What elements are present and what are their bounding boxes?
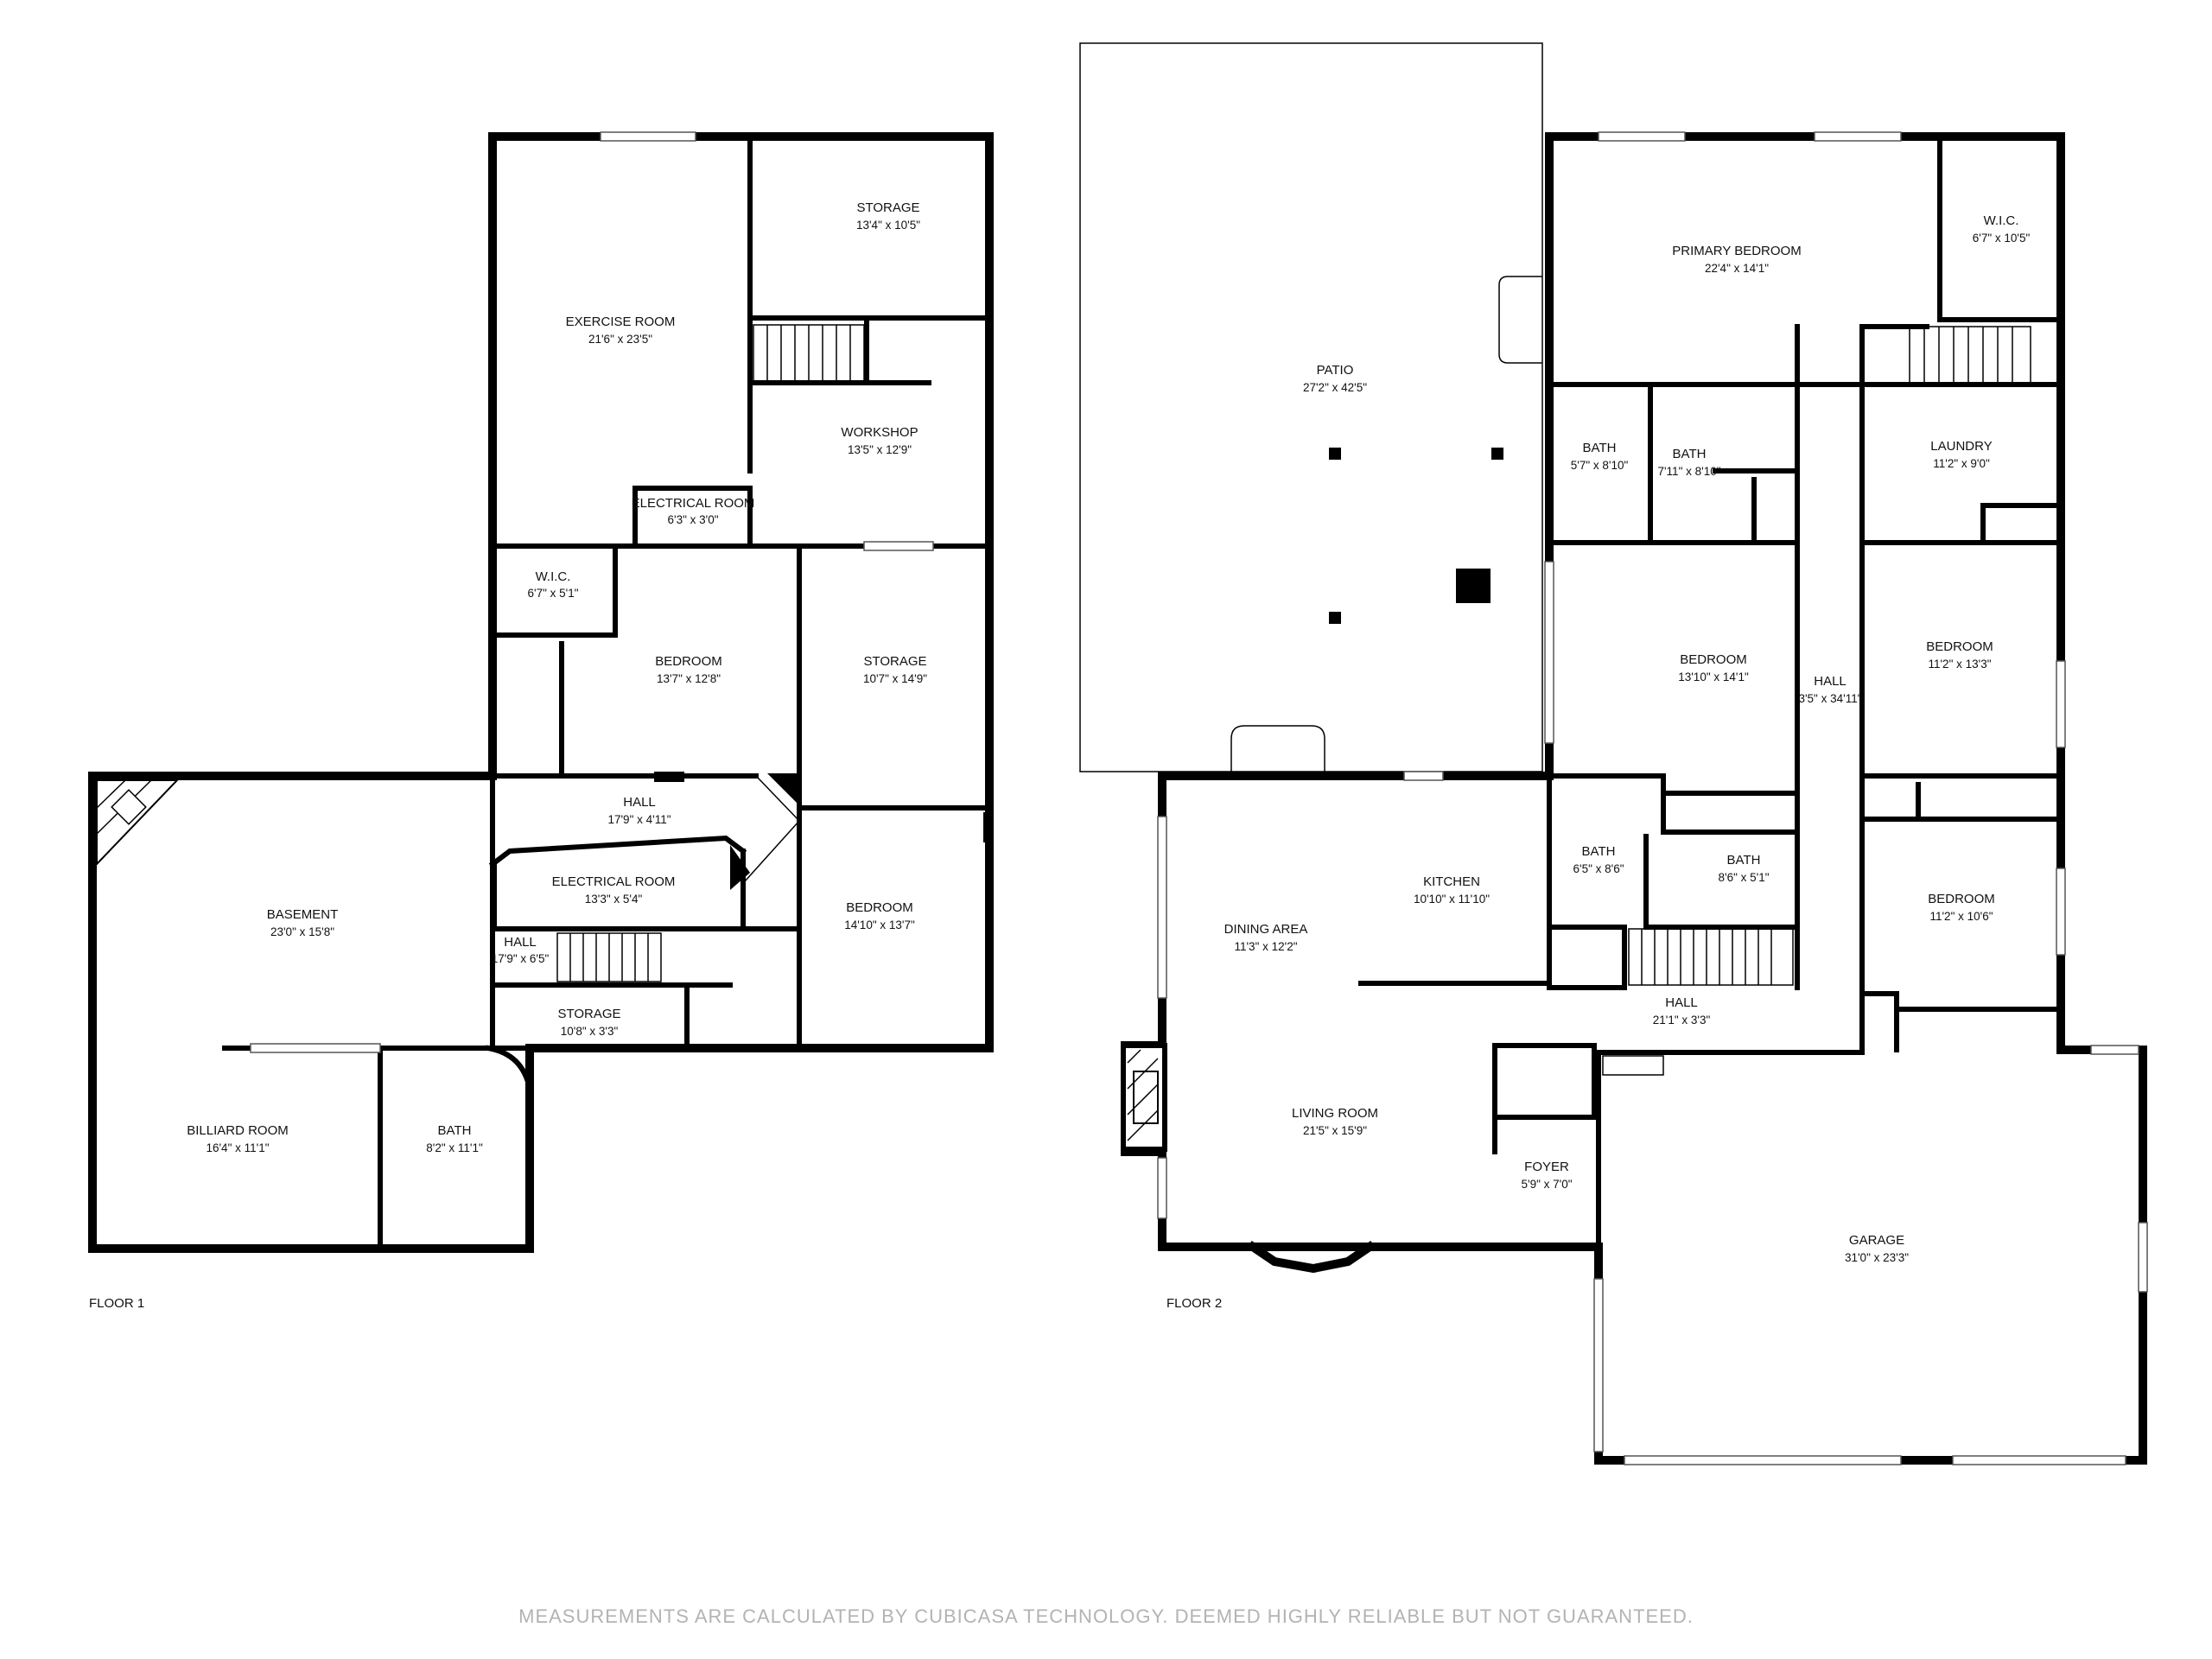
room-bath-1-dims: 8'2" x 11'1" [426, 1141, 483, 1154]
room-bedroom-3-dims: 13'10" x 14'1" [1678, 671, 1749, 683]
floor-1-corner-fireplace [96, 779, 180, 867]
room-bedroom-2-name: BEDROOM [846, 900, 913, 915]
room-wic-2-dims: 6'7" x 10'5" [1973, 232, 2031, 245]
room-bedroom-3-name: BEDROOM [1680, 652, 1747, 667]
floor-2-label: FLOOR 2 [1166, 1296, 1222, 1311]
room-living-room-name: LIVING ROOM [1292, 1106, 1378, 1121]
room-electrical-room-2-dims: 13'3" x 5'4" [585, 893, 643, 906]
room-bedroom-1-dims: 13'7" x 12'8" [657, 672, 721, 685]
floor-2-stairs-top [1909, 326, 2031, 384]
floor-1-plan [88, 131, 994, 1253]
room-bath-4-name: BATH [1582, 844, 1616, 859]
room-storage-1-name: STORAGE [856, 200, 919, 215]
room-hall-4-name: HALL [1665, 995, 1698, 1010]
room-hall-4-dims: 21'1" x 3'3" [1653, 1014, 1711, 1027]
room-patio-dims: 27'2" x 42'5" [1303, 381, 1367, 394]
room-bedroom-5-dims: 11'2" x 10'6" [1929, 910, 1993, 923]
room-foyer-dims: 5'9" x 7'0" [1521, 1178, 1572, 1191]
room-bath-5-name: BATH [1727, 853, 1761, 868]
disclaimer-text: MEASUREMENTS ARE CALCULATED BY CUBICASA … [518, 1605, 1694, 1627]
room-patio-name: PATIO [1317, 363, 1354, 378]
room-wic-2-name: W.I.C. [1984, 213, 2019, 228]
room-workshop-dims: 13'5" x 12'9" [848, 443, 912, 456]
room-bedroom-4-dims: 11'2" x 13'3" [1928, 658, 1991, 671]
floor-2-fireplace [1121, 1043, 1167, 1152]
floor-2-stairs-hall [1628, 928, 1794, 986]
room-hall-2-name: HALL [504, 935, 537, 950]
room-billiard-room-dims: 16'4" x 11'1" [206, 1141, 269, 1154]
room-primary-bedroom-dims: 22'4" x 14'1" [1705, 262, 1769, 275]
room-bedroom-2-dims: 14'10" x 13'7" [844, 918, 915, 931]
room-garage-name: GARAGE [1849, 1233, 1904, 1248]
room-storage-1-dims: 13'4" x 10'5" [856, 219, 920, 232]
room-wic-1-name: W.I.C. [536, 569, 571, 584]
room-hall-1-name: HALL [623, 795, 656, 810]
floor-2-room-labels: PATIO 27'2" x 42'5" PRIMARY BEDROOM 22'4… [1224, 213, 2031, 1264]
room-basement-name: BASEMENT [267, 907, 339, 922]
floor-1-label: FLOOR 1 [89, 1296, 144, 1311]
room-foyer-name: FOYER [1524, 1160, 1569, 1174]
room-kitchen-dims: 10'10" x 11'10" [1414, 893, 1490, 906]
room-garage-dims: 31'0" x 23'3" [1845, 1251, 1909, 1264]
room-bedroom-1-name: BEDROOM [655, 654, 722, 669]
room-exercise-room-name: EXERCISE ROOM [566, 315, 676, 329]
room-bath-3-dims: 7'11" x 8'10" [1657, 465, 1720, 478]
room-bath-3-name: BATH [1673, 447, 1707, 461]
room-storage-2-dims: 10'7" x 14'9" [863, 672, 927, 685]
room-storage-3-name: STORAGE [557, 1007, 620, 1021]
room-billiard-room-name: BILLIARD ROOM [187, 1123, 289, 1138]
room-exercise-room-dims: 21'6" x 23'5" [588, 333, 652, 346]
room-storage-3-dims: 10'8" x 3'3" [561, 1025, 619, 1038]
room-laundry-dims: 11'2" x 9'0" [1933, 457, 1990, 470]
room-electrical-room-2-name: ELECTRICAL ROOM [552, 874, 676, 889]
room-dining-area-name: DINING AREA [1224, 922, 1308, 937]
room-laundry-name: LAUNDRY [1930, 439, 1992, 454]
room-kitchen-name: KITCHEN [1423, 874, 1480, 889]
room-bath-2-name: BATH [1583, 441, 1617, 455]
room-hall-3-name: HALL [1814, 674, 1847, 689]
room-storage-2-name: STORAGE [863, 654, 926, 669]
room-workshop-name: WORKSHOP [841, 425, 918, 440]
floor-1-room-labels: EXERCISE ROOM 21'6" x 23'5" STORAGE 13'4… [187, 200, 927, 1154]
room-hall-1-dims: 17'9" x 4'11" [607, 813, 671, 826]
room-bath-4-dims: 6'5" x 8'6" [1573, 862, 1624, 875]
room-dining-area-dims: 11'3" x 12'2" [1234, 940, 1297, 953]
room-bath-2-dims: 5'7" x 8'10" [1571, 459, 1629, 472]
room-bath-5-dims: 8'6" x 5'1" [1718, 871, 1769, 884]
floor-1-stairs-top [753, 324, 865, 383]
room-hall-2-dims: 17'9" x 6'5" [492, 952, 550, 965]
room-bedroom-5-name: BEDROOM [1928, 892, 1995, 906]
room-electrical-room-1-dims: 6'3" x 3'0" [667, 513, 718, 526]
floor-1-stairs-hall [556, 932, 662, 982]
room-electrical-room-1-name: ELECTRICAL ROOM [632, 496, 755, 511]
room-wic-1-dims: 6'7" x 5'1" [527, 587, 578, 600]
room-hall-3-dims: 3'5" x 34'11" [1798, 692, 1861, 705]
room-bath-1-name: BATH [438, 1123, 472, 1138]
room-basement-dims: 23'0" x 15'8" [270, 925, 334, 938]
room-living-room-dims: 21'5" x 15'9" [1303, 1124, 1367, 1137]
room-primary-bedroom-name: PRIMARY BEDROOM [1672, 244, 1801, 258]
room-bedroom-4-name: BEDROOM [1926, 639, 1993, 654]
floor-2-plan [1079, 42, 2148, 1465]
